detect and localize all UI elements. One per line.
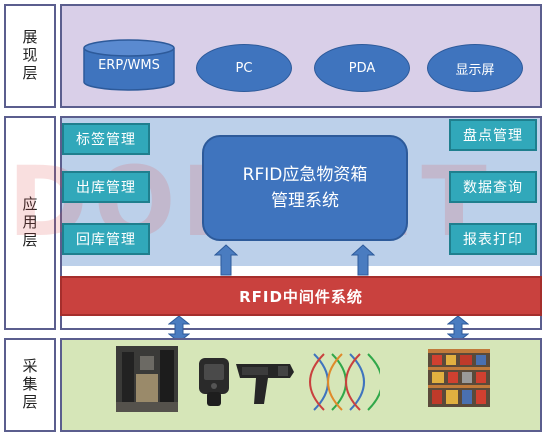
- handheld-reader-image: [199, 358, 229, 406]
- module-report-printing: 报表打印: [449, 223, 537, 255]
- display-screen-label: 显示屏: [455, 62, 495, 78]
- gate-reader-image: [116, 346, 178, 412]
- center-system-title-line1: RFID应急物资箱: [242, 165, 368, 185]
- center-system-title-line2: 管理系统: [271, 191, 339, 211]
- rfid-middleware-bar: RFID中间件系统: [60, 276, 542, 316]
- pc-label: PC: [235, 60, 253, 76]
- erp-wms-label: ERP/WMS: [98, 58, 160, 73]
- pda-label: PDA: [348, 60, 376, 76]
- double-arrow-right: [447, 316, 469, 342]
- module-report-printing-text: 报表打印: [463, 232, 523, 248]
- module-return-management-text: 回库管理: [76, 232, 136, 248]
- layer-label-collection: 采集层: [4, 338, 56, 432]
- module-label-management-text: 标签管理: [76, 132, 136, 148]
- display-screen-oval: 显示屏: [427, 44, 523, 92]
- layer-label-presentation-text: 展现层: [20, 29, 39, 83]
- module-inventory-management-text: 盘点管理: [463, 128, 523, 144]
- layer-label-presentation: 展现层: [4, 4, 56, 108]
- module-return-management: 回库管理: [62, 223, 150, 255]
- pda-oval: PDA: [314, 44, 410, 92]
- layer-label-application-text: 应用层: [20, 196, 39, 250]
- rfid-management-system-box: RFID应急物资箱 管理系统: [202, 135, 408, 241]
- module-data-query-text: 数据查询: [463, 180, 523, 196]
- erp-wms-database-icon: ERP/WMS: [82, 38, 176, 92]
- layer-label-application: 应用层: [4, 116, 56, 330]
- warehouse-shelf-image: [428, 349, 490, 407]
- module-label-management: 标签管理: [62, 123, 150, 155]
- antenna-waves-icon: [309, 353, 380, 411]
- up-arrow-left: [214, 244, 238, 276]
- module-data-query: 数据查询: [449, 171, 537, 203]
- module-outbound-management-text: 出库管理: [76, 180, 136, 196]
- module-outbound-management: 出库管理: [62, 171, 150, 203]
- rfid-middleware-label: RFID中间件系统: [239, 287, 363, 306]
- double-arrow-left: [168, 316, 190, 342]
- up-arrow-right: [351, 244, 375, 276]
- pc-oval: PC: [196, 44, 292, 92]
- layer-label-collection-text: 采集层: [20, 358, 39, 412]
- handheld-gun-image: [236, 364, 294, 404]
- module-inventory-management: 盘点管理: [449, 119, 537, 151]
